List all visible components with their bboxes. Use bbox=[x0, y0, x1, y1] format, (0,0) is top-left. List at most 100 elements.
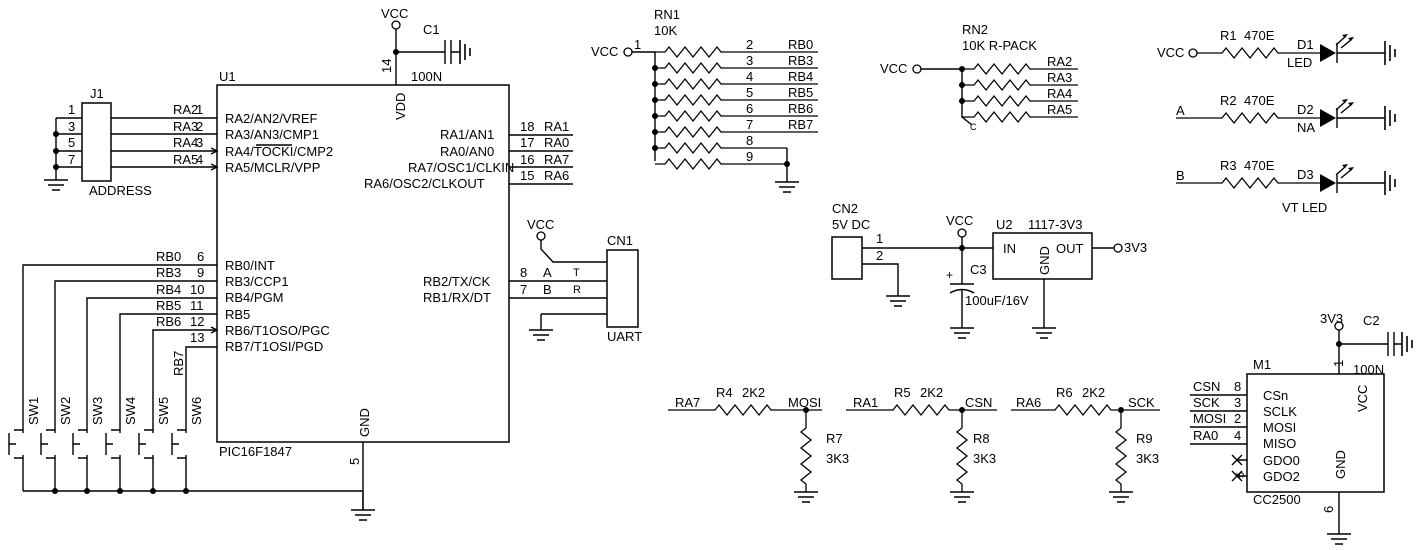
u2-ref: U2 bbox=[996, 217, 1013, 232]
divider-mosi: RA7 R4 2K2 MOSI R7 3K3 bbox=[668, 385, 849, 503]
d3-ground-symbol bbox=[1384, 171, 1396, 195]
rn2-net: RA3 bbox=[1047, 70, 1072, 85]
rn1-junction bbox=[652, 129, 658, 135]
rn2-net: RA5 bbox=[1047, 102, 1072, 117]
right-pin-net: RA0 bbox=[544, 135, 569, 150]
m1-pin-function: SCLK bbox=[1263, 404, 1297, 419]
u1-left-pin-1: RA3 2 RA3/AN3/CMP1 bbox=[173, 119, 319, 142]
c1-ref: C1 bbox=[423, 22, 440, 37]
m1-pin-number: 3 bbox=[1234, 395, 1241, 410]
r1-value: 470E bbox=[1244, 28, 1275, 43]
m1-pin-sck: SCK 3 SCLK bbox=[1193, 395, 1297, 419]
c1-vcc-label: VCC bbox=[381, 6, 408, 21]
sw4[interactable]: SW4 bbox=[105, 397, 138, 462]
rn1-resistor-network: RN1 10K VCC 1 2 RB0 3 RB3 4 RB4 5 RB5 6 … bbox=[591, 7, 818, 193]
j1-pin: 5 bbox=[68, 135, 75, 150]
m1-nc-markers bbox=[1231, 454, 1243, 482]
d3-ref: D3 bbox=[1297, 167, 1314, 182]
rn2-net: RA2 bbox=[1047, 54, 1072, 69]
r6-resistor bbox=[1011, 403, 1160, 417]
left-pin-net: RA2 bbox=[173, 102, 198, 117]
rn1-pin: 2 bbox=[746, 37, 753, 52]
m1-pin-gdo0: GDO0 bbox=[1263, 453, 1300, 468]
u2-gnd-label: GND bbox=[1037, 246, 1052, 275]
r1-ref: R1 bbox=[1220, 28, 1237, 43]
d3-ray-arrows bbox=[1342, 164, 1354, 171]
rn1-ground-symbol bbox=[775, 181, 799, 193]
rn2-common-bus bbox=[921, 68, 973, 126]
sw3[interactable]: SW3 bbox=[72, 397, 105, 462]
u1-left-pin-wires bbox=[111, 117, 217, 168]
u2-output-terminal bbox=[1113, 243, 1123, 253]
r9-ref: R9 bbox=[1136, 431, 1153, 446]
d2-ref: D2 bbox=[1297, 102, 1314, 117]
u2-output-label: 3V3 bbox=[1124, 240, 1147, 255]
r5-value: 2K2 bbox=[920, 385, 943, 400]
u1-vdd-label: VDD bbox=[393, 93, 408, 120]
switch-bus-junction bbox=[183, 488, 189, 494]
power-vcc-label: VCC bbox=[946, 213, 973, 228]
sw2[interactable]: SW2 bbox=[40, 397, 73, 462]
j1-pin: 7 bbox=[68, 152, 75, 167]
sw1-label: SW1 bbox=[26, 397, 41, 425]
c3-junction bbox=[959, 245, 965, 251]
u1-rb-pin-3: RB5 11 RB5 bbox=[156, 298, 250, 322]
sw4-symbol bbox=[105, 426, 121, 462]
left-pin-net: RA5 bbox=[173, 152, 198, 167]
sw6-label: SW6 bbox=[189, 397, 204, 425]
d3-light-rays bbox=[1335, 165, 1353, 179]
sw6[interactable]: SW6 bbox=[171, 397, 204, 462]
r8-resistor bbox=[955, 410, 969, 492]
rn2-resistor-pack: RN2 10K R-PACK VCC C RA2 RA3 RA4 RA5 bbox=[880, 22, 1078, 132]
cn2-wires bbox=[862, 247, 993, 296]
u1-part: PIC16F1847 bbox=[219, 444, 292, 459]
m1-pin-gdo2: GDO2 bbox=[1263, 469, 1300, 484]
divider-output: MOSI bbox=[788, 395, 821, 410]
r7-ground-symbol bbox=[794, 491, 818, 503]
cn1-vcc-wire bbox=[540, 240, 607, 263]
rn1-vcc-label: VCC bbox=[591, 44, 618, 59]
rb-pin-number: 11 bbox=[190, 298, 204, 313]
c1-junction bbox=[393, 49, 399, 55]
r3-value: 470E bbox=[1244, 158, 1275, 173]
j1-junction bbox=[53, 131, 59, 137]
m1-gnd-pin: 6 bbox=[1321, 506, 1336, 513]
divider-output: SCK bbox=[1128, 395, 1155, 410]
sw1[interactable]: SW1 bbox=[8, 397, 41, 462]
u1-left-pin-arrows bbox=[210, 147, 219, 171]
rn1-element-5 bbox=[655, 93, 818, 107]
r6-value: 2K2 bbox=[1082, 385, 1105, 400]
d1-diode bbox=[1320, 44, 1336, 62]
m1-body bbox=[1246, 373, 1385, 493]
d2-input: A bbox=[1176, 103, 1185, 118]
m1-pin-csn: CSN 8 CSn bbox=[1193, 379, 1288, 403]
cn1-ground-symbol bbox=[529, 329, 553, 341]
switch-bus-junction bbox=[52, 488, 58, 494]
sw6-symbol bbox=[171, 426, 187, 462]
led-d1-circuit: VCC R1 470E D1 LED bbox=[1157, 28, 1396, 70]
divider-junction bbox=[959, 407, 965, 413]
rn1-net: RB6 bbox=[788, 101, 813, 116]
c2-ref: C2 bbox=[1363, 313, 1380, 328]
m1-pin-function: GDO0 bbox=[1263, 453, 1300, 468]
d1-vcc-terminal bbox=[1188, 48, 1198, 58]
r2-ref: R2 bbox=[1220, 93, 1237, 108]
rb-pin-number: 12 bbox=[190, 314, 204, 329]
r7-resistor bbox=[799, 410, 813, 492]
r4-value: 2K2 bbox=[742, 385, 765, 400]
rn1-ground-junction bbox=[784, 161, 790, 167]
r9-resistor bbox=[1114, 410, 1128, 492]
sw5-label: SW5 bbox=[156, 397, 171, 425]
left-pin-function: RA2/AN2/VREF bbox=[225, 111, 318, 126]
rn1-junction bbox=[652, 97, 658, 103]
rb-pin-net: RB6 bbox=[156, 314, 181, 329]
sw5[interactable]: SW5 bbox=[138, 397, 171, 462]
m1-nc-pin: 5 bbox=[1235, 472, 1247, 478]
divider-input: RA6 bbox=[1016, 395, 1041, 410]
rn2-element bbox=[962, 110, 1078, 124]
d2-cathode bbox=[1336, 108, 1385, 128]
j1-junction bbox=[53, 164, 59, 170]
rb-pin-number: 6 bbox=[197, 249, 204, 264]
left-pin-number: 2 bbox=[196, 119, 203, 134]
